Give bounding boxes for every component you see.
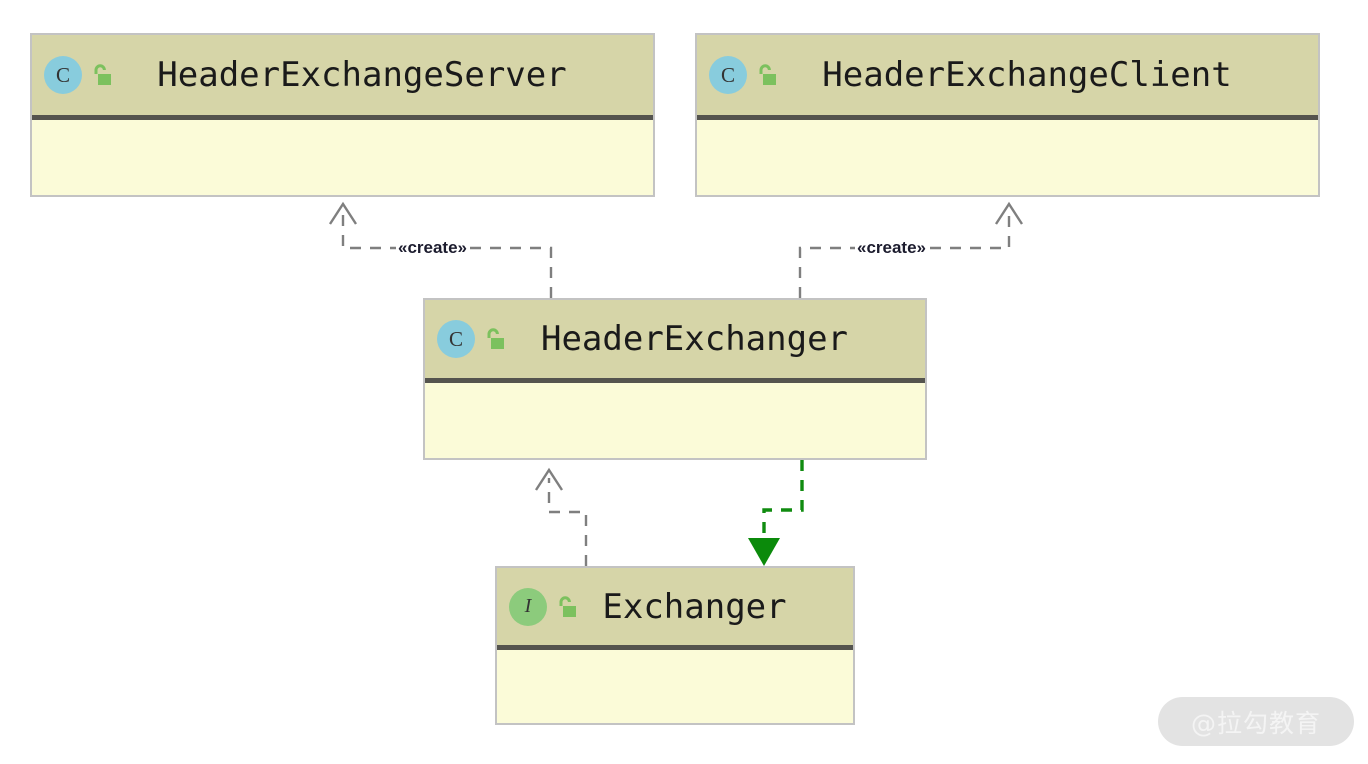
unlocked-padlock-icon [556, 595, 578, 619]
uml-interface-exchanger[interactable]: I Exchanger [495, 566, 855, 725]
uml-class-header-exchange-server[interactable]: C HeaderExchangeServer [30, 33, 655, 197]
class-type-icon: C [437, 320, 475, 358]
uml-class-header: C HeaderExchangeClient [697, 35, 1318, 120]
uml-class-members [32, 120, 653, 194]
dependency-arrowhead-exchanger-up [534, 467, 564, 491]
uml-class-header-exchange-client[interactable]: C HeaderExchangeClient [695, 33, 1320, 197]
uml-class-header: C HeaderExchanger [425, 300, 925, 383]
dependency-line-exchanger-up [547, 478, 588, 566]
uml-class-header: C HeaderExchangeServer [32, 35, 653, 120]
watermark-badge: @拉勾教育 [1158, 697, 1354, 746]
edge-label-create-server: «create» [396, 238, 470, 257]
uml-class-members [425, 383, 925, 457]
unlocked-padlock-icon [756, 63, 778, 87]
realization-line-header-exchanger [762, 460, 804, 540]
watermark-text: @拉勾教育 [1190, 708, 1321, 738]
uml-interface-members [497, 650, 853, 722]
uml-class-members [697, 120, 1318, 194]
class-type-icon: C [44, 56, 82, 94]
uml-class-name: HeaderExchangeClient [822, 55, 1232, 95]
unlocked-padlock-icon [91, 63, 113, 87]
edge-label-create-client: «create» [855, 238, 929, 257]
uml-class-name: HeaderExchangeServer [157, 55, 567, 95]
realization-arrowhead-triangle [748, 538, 780, 566]
unlocked-padlock-icon [484, 327, 506, 351]
uml-interface-name: Exchanger [602, 586, 787, 627]
dependency-arrowhead-create-client [994, 201, 1024, 225]
uml-class-header-exchanger[interactable]: C HeaderExchanger [423, 298, 927, 460]
interface-type-icon: I [509, 587, 547, 626]
uml-class-name: HeaderExchanger [540, 319, 849, 359]
class-type-icon: C [709, 56, 747, 94]
dependency-arrowhead-create-server [328, 201, 358, 225]
uml-interface-header: I Exchanger [497, 568, 853, 650]
